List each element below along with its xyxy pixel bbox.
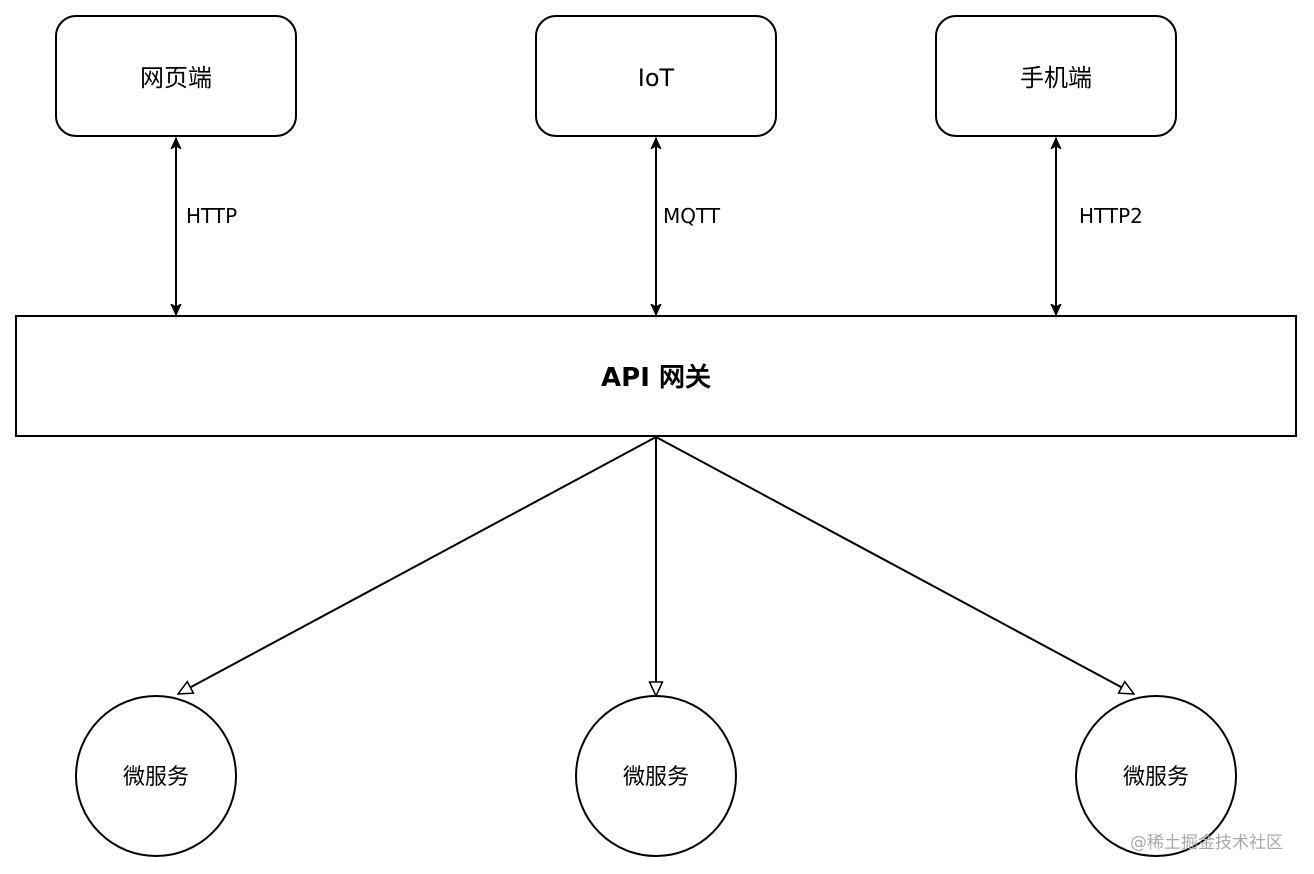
client-box [55,15,297,137]
watermark: @稀土掘金技术社区 [1130,833,1283,853]
gateway-box [15,315,1297,437]
protocol-label-http2: HTTP2 [1079,204,1143,228]
client-label: 网页端 [140,64,212,92]
service-node-center: 微服务 [575,695,737,857]
client-node-iot: IoT [535,15,777,137]
service-label: 微服务 [623,765,689,790]
connector-gateway-service-left [178,436,657,695]
client-box [535,15,777,137]
service-label: 微服务 [123,765,189,790]
service-node-right: 微服务 [1075,695,1237,857]
gateway-label: API 网关 [601,363,711,393]
gateway-node: API 网关 [15,315,1297,437]
service-node-left: 微服务 [75,695,237,857]
client-node-mobile: 手机端 [935,15,1177,137]
protocol-label-mqtt: MQTT [663,204,721,228]
service-circle [1075,695,1237,857]
connector-gateway-service-right [655,436,1134,695]
service-circle [575,695,737,857]
service-label: 微服务 [1123,765,1189,790]
protocol-label-http: HTTP [186,204,237,228]
client-box [935,15,1177,137]
client-label: 手机端 [1020,64,1092,92]
client-label: IoT [638,64,675,92]
client-node-web: 网页端 [55,15,297,137]
service-circle [75,695,237,857]
